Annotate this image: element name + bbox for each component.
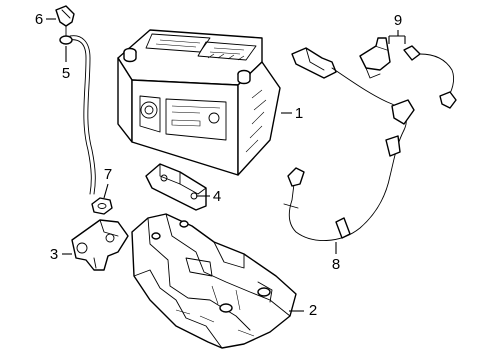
callout-6: 6 (34, 11, 44, 28)
callout-1: 1 (294, 105, 304, 122)
callout-2: 2 (308, 302, 318, 319)
callout-9: 9 (393, 12, 403, 29)
callout-5: 5 (61, 65, 71, 82)
leader-7 (103, 183, 109, 199)
nut (91, 197, 113, 215)
negative-cable (283, 47, 415, 241)
callout-3: 3 (49, 246, 59, 263)
cable-connectors (359, 37, 457, 109)
battery-tray (131, 213, 297, 349)
callout-8: 8 (331, 256, 341, 273)
leader-9 (388, 30, 406, 44)
battery (117, 29, 281, 176)
hold-down-clamp (145, 163, 207, 211)
bracket (71, 219, 129, 271)
vent-tube-elbow (55, 5, 75, 45)
callout-4: 4 (212, 188, 222, 205)
leader-lines (46, 18, 406, 312)
vent-tube (67, 35, 96, 195)
callout-7: 7 (103, 166, 113, 183)
